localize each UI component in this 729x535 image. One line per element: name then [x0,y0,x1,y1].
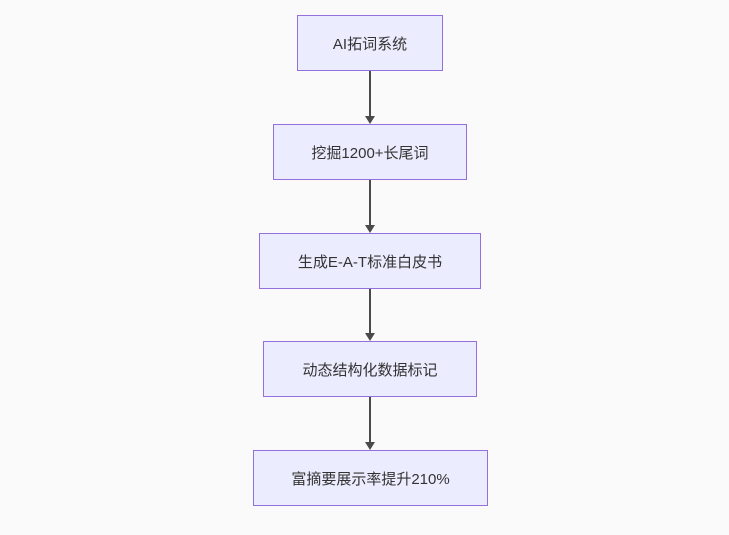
arrowhead-down-icon [365,225,375,233]
flow-arrow-4 [365,397,375,450]
arrow-line [369,289,371,333]
arrowhead-down-icon [365,442,375,450]
flow-node-structured-data: 动态结构化数据标记 [263,341,477,397]
flow-arrow-2 [365,180,375,233]
flow-node-label: AI拓词系统 [332,35,408,53]
flow-node-longtail-mining: 挖掘1200+长尾词 [273,124,467,180]
arrowhead-down-icon [365,333,375,341]
arrow-line [369,71,371,116]
flow-node-rich-snippet-result: 富摘要展示率提升210% [253,450,488,506]
flow-node-ai-word-system: AI拓词系统 [297,15,443,71]
flow-node-label: 富摘要展示率提升210% [291,470,450,488]
flow-node-label: 生成E-A-T标准白皮书 [297,253,443,271]
flow-node-label: 动态结构化数据标记 [302,361,438,379]
arrow-line [369,180,371,225]
flow-arrow-3 [365,289,375,341]
flow-node-eat-whitepaper: 生成E-A-T标准白皮书 [259,233,481,289]
flow-node-label: 挖掘1200+长尾词 [311,144,429,162]
arrowhead-down-icon [365,116,375,124]
flow-arrow-1 [365,71,375,124]
arrow-line [369,397,371,442]
